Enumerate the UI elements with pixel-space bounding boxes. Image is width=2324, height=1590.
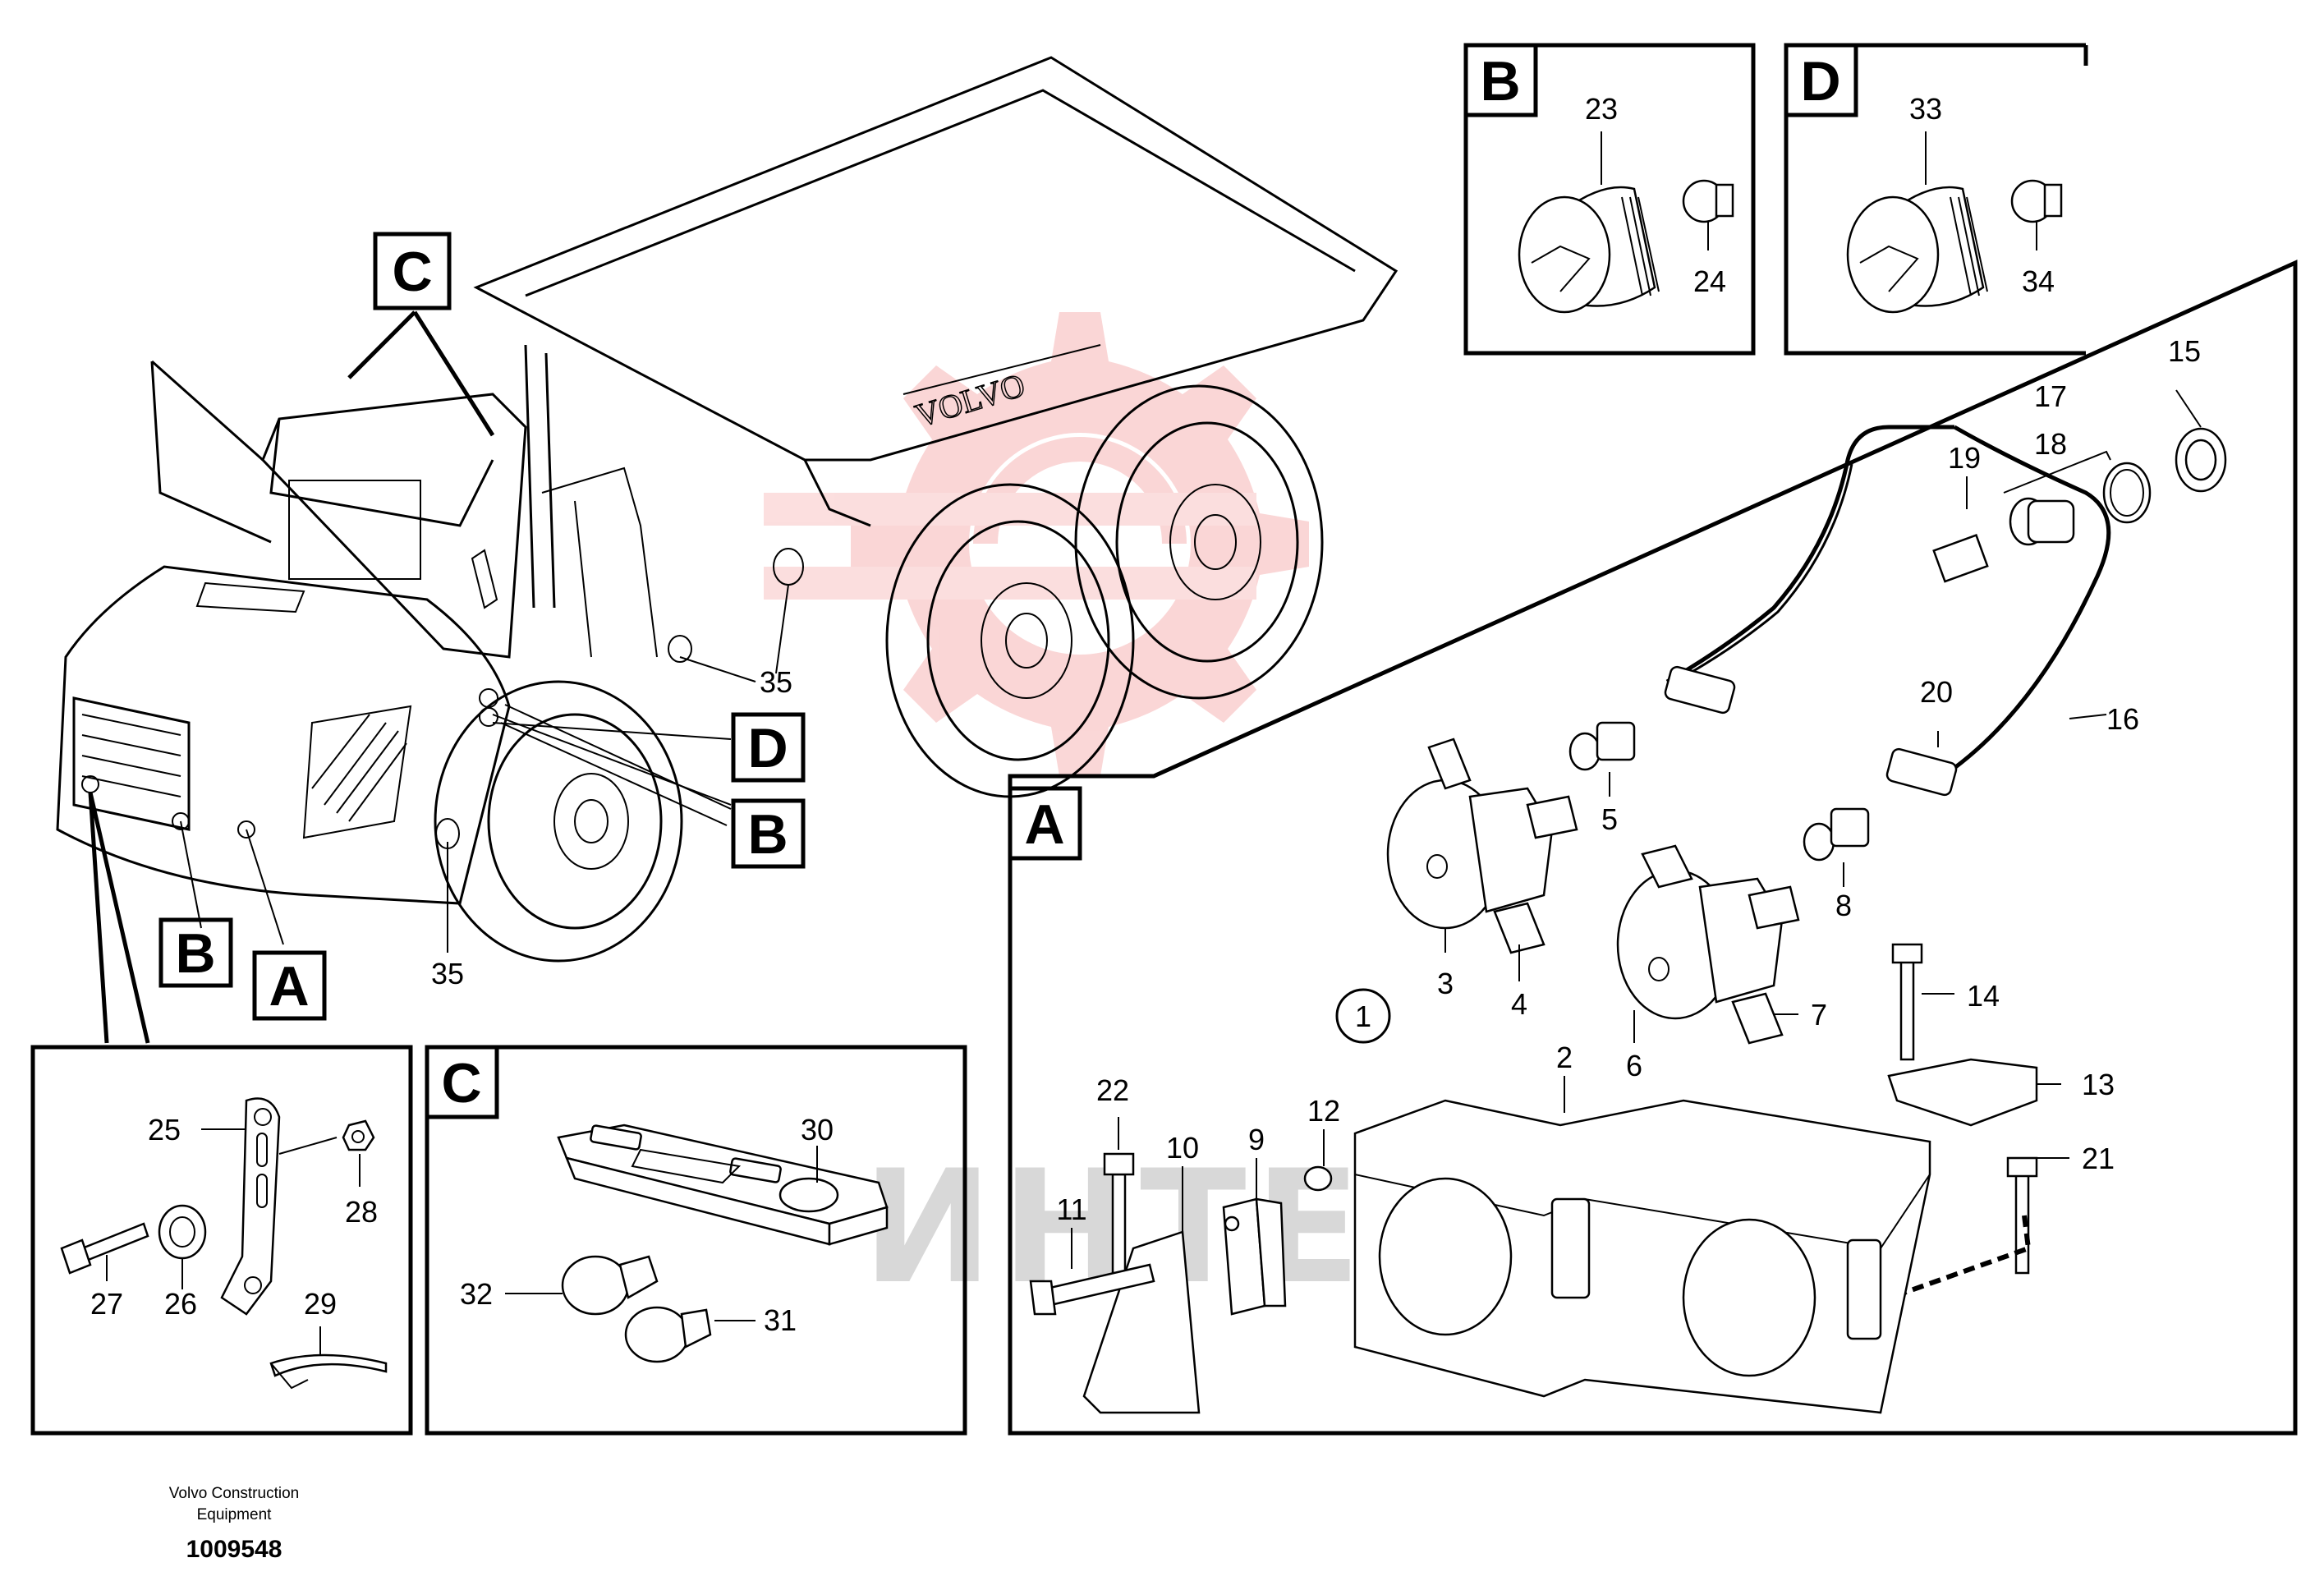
callout-10: 10 [1166, 1131, 1199, 1165]
callout-13: 13 [2082, 1068, 2115, 1101]
callout-31: 31 [764, 1303, 797, 1337]
truck-label-b-front-text: B [175, 922, 215, 985]
callout-18: 18 [2034, 427, 2067, 461]
callout-20: 20 [1920, 675, 1953, 709]
callout-14: 14 [1967, 979, 2000, 1013]
callout-34: 34 [2022, 264, 2055, 298]
callout-24: 24 [1693, 264, 1726, 298]
callout-33: 33 [1909, 92, 1942, 126]
callout-29: 29 [304, 1287, 337, 1321]
callout-2: 2 [1556, 1041, 1573, 1074]
callout-6: 6 [1626, 1049, 1642, 1082]
watermark-gear [764, 312, 1309, 776]
truck-label-c-text: C [392, 241, 432, 303]
truck-label-a-front-text: A [269, 955, 309, 1018]
view-c-label: C [441, 1052, 481, 1114]
footer-company-line2: Equipment [197, 1506, 273, 1523]
callout-9: 9 [1248, 1123, 1265, 1156]
callout-1: 1 [1355, 999, 1371, 1033]
callout-26: 26 [164, 1287, 197, 1321]
truck-leader-lines [88, 310, 789, 1044]
callout-11: 11 [1056, 1192, 1086, 1226]
callout-8: 8 [1835, 889, 1852, 922]
view-b-panel: B 23 24 [1463, 43, 1756, 356]
callout-7: 7 [1811, 998, 1827, 1032]
callout-25: 25 [148, 1113, 181, 1147]
view-d-label: D [1800, 50, 1840, 113]
callout-12: 12 [1307, 1094, 1340, 1128]
callout-23: 23 [1585, 92, 1618, 126]
truck-label-d-text: D [747, 717, 788, 779]
view-d-panel: D 33 34 [1784, 43, 2088, 356]
truck-label-b-front: B [158, 917, 233, 988]
callout-4: 4 [1511, 987, 1527, 1021]
callout-3: 3 [1437, 967, 1454, 1000]
callout-16: 16 [2106, 702, 2139, 736]
view-c-panel: C 30 31 32 [425, 1045, 967, 1436]
footer-company-line1: Volvo Construction [169, 1485, 299, 1502]
footer-drawing-number: 1009548 [186, 1536, 282, 1563]
callout-22: 22 [1096, 1073, 1129, 1107]
truck-label-c: C [373, 232, 452, 310]
bracket-detail-panel: 25 26 27 28 29 [30, 1045, 413, 1436]
footer: Volvo Construction Equipment 1009548 [169, 1485, 299, 1563]
view-a-label: A [1024, 793, 1064, 856]
callout-35-lower: 35 [431, 957, 464, 990]
truck-label-b-rear: B [731, 798, 806, 869]
truck-label-b-rear-text: B [747, 803, 788, 866]
callout-35-upper: 35 [760, 665, 792, 699]
callout-17: 17 [2034, 379, 2067, 413]
callout-15: 15 [2168, 334, 2201, 368]
truck-label-a-front: A [252, 950, 327, 1021]
view-b-label: B [1480, 50, 1520, 113]
callout-19: 19 [1948, 441, 1981, 475]
callout-28: 28 [345, 1195, 378, 1229]
callout-30: 30 [801, 1113, 834, 1147]
view-a-panel: A [1008, 260, 2298, 1436]
callout-21: 21 [2082, 1142, 2115, 1175]
callout-32: 32 [460, 1277, 493, 1311]
callout-27: 27 [90, 1287, 123, 1321]
truck-label-d: D [731, 712, 806, 783]
callout-5: 5 [1601, 802, 1618, 836]
